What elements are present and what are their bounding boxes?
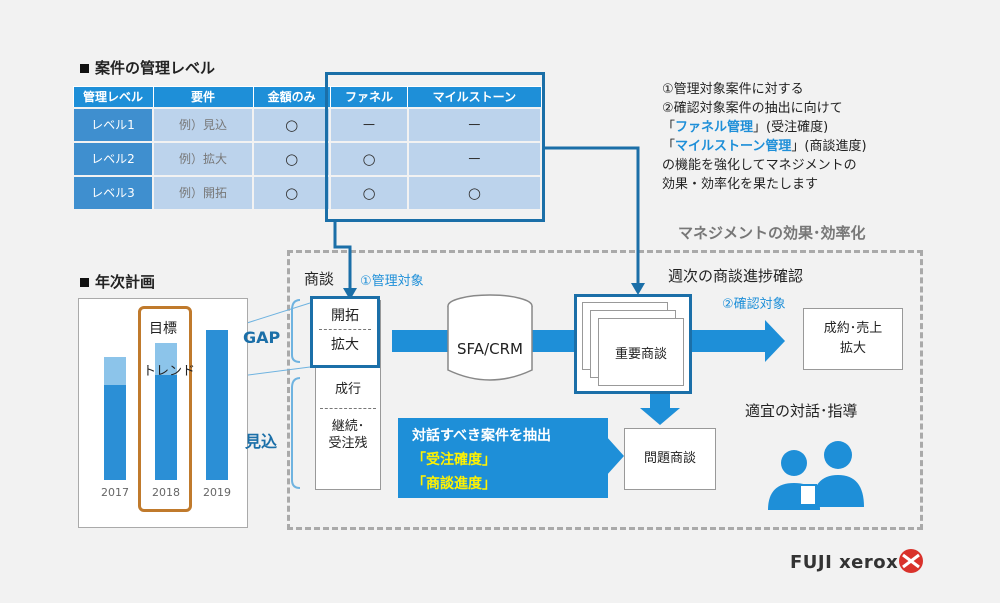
table-cell: ○ — [329, 174, 409, 211]
managed-label: ①管理対象 — [360, 274, 424, 289]
mondai-label: 問題商談 — [643, 451, 696, 466]
plan-title: 年次計画 — [80, 271, 155, 292]
table-header-row: 管理レベル 要件 金額のみ ファネル マイルストーン — [72, 86, 542, 108]
important-deals-card: 重要商談 — [598, 318, 684, 386]
note-line: 「マイルストーン管理」(商談進度) — [662, 139, 867, 154]
table-cell: － — [406, 106, 543, 143]
plan-target-label: 目標 — [149, 321, 177, 337]
extract-callout: 対話すべき案件を抽出 「受注確度」 「商談進度」 — [398, 418, 608, 498]
sfa-crm-label: SFA/CRM — [457, 340, 523, 358]
kakudai-label: 拡大 — [331, 337, 359, 353]
table-cell: レベル2 — [72, 140, 154, 177]
table-cell: ○ — [251, 174, 332, 211]
note-line: 「ファネル管理」(受注確度) — [662, 120, 829, 135]
header-level: 管理レベル — [72, 86, 154, 108]
table-cell: － — [406, 140, 543, 177]
shodan-label: 商談 — [304, 270, 335, 288]
juyou-label: 重要商談 — [614, 347, 667, 362]
table-cell: ○ — [329, 140, 409, 177]
table-cell: ○ — [251, 140, 332, 177]
result-box: 成約･売上 拡大 — [803, 308, 903, 370]
gap-label: GAP — [243, 328, 281, 347]
kaitaku-kakudai-box: 開拓 拡大 — [310, 296, 380, 368]
table-cell: ○ — [251, 106, 332, 143]
note-line: ①管理対象案件に対する — [662, 82, 804, 97]
tekigi-label: 適宜の対話･指導 — [745, 402, 858, 420]
bar-2018-gap — [155, 343, 177, 375]
table-cell: ○ — [406, 174, 543, 211]
keizoku-label: 継続･ 受注残 — [328, 419, 368, 451]
callout-line: 「受注確度」 — [412, 452, 496, 468]
table-cell: 例）開拓 — [152, 174, 254, 211]
callout-pointer — [606, 436, 624, 476]
table-cell: 例）見込 — [152, 106, 254, 143]
note-line: の機能を強化してマネジメントの — [662, 158, 857, 173]
year-label: 2018 — [152, 486, 180, 499]
year-label: 2019 — [203, 486, 231, 499]
brand-logo-text: FUJI xerox — [790, 552, 899, 573]
seiko-label: 成行 — [334, 382, 361, 397]
management-title: マネジメントの効果･効率化 — [678, 224, 866, 242]
people-icon — [768, 441, 864, 510]
callout-line: 対話すべき案件を抽出 — [412, 428, 552, 444]
table-cell: レベル1 — [72, 106, 154, 143]
table-cell: － — [329, 106, 409, 143]
result-line: 拡大 — [839, 341, 866, 356]
header-milestone: マイルストーン — [407, 86, 542, 108]
bar-2017 — [104, 385, 126, 480]
note-line: 効果・効率化を果たします — [662, 177, 819, 192]
table-row: レベル1 例）見込 ○ － － — [72, 106, 543, 143]
management-level-table: 管理レベル 要件 金額のみ ファネル マイルストーン レベル1 例）見込 ○ －… — [72, 86, 543, 211]
bar-2019 — [206, 330, 228, 480]
description-note: ①管理対象案件に対する ②確認対象案件の抽出に向けて 「ファネル管理」(受注確度… — [662, 80, 982, 194]
plan-2018-highlight — [138, 306, 192, 512]
table-row: レベル3 例）開拓 ○ ○ ○ — [72, 174, 543, 211]
management-area — [287, 250, 923, 530]
kaitaku-label: 開拓 — [331, 308, 359, 324]
table-cell: レベル3 — [72, 174, 154, 211]
funnel-milestone-frame — [325, 72, 545, 222]
table-cell: 例）拡大 — [152, 140, 254, 177]
table-row: レベル2 例）拡大 ○ ○ － — [72, 140, 543, 177]
bar-2018 — [155, 375, 177, 480]
year-label: 2017 — [101, 486, 129, 499]
plan-trend-label: トレンド — [143, 364, 196, 379]
header-funnel: ファネル — [329, 86, 409, 108]
weekly-label: 週次の商談進捗確認 — [668, 267, 804, 285]
bar-2017-gap — [104, 357, 126, 385]
result-line: 成約･売上 — [823, 321, 883, 336]
problem-deal-card: 問題商談 — [624, 428, 716, 490]
table-title: 案件の管理レベル — [80, 57, 215, 78]
confirm-label: ②確認対象 — [722, 297, 786, 312]
note-line: ②確認対象案件の抽出に向けて — [662, 101, 843, 116]
callout-line: 「商談進度」 — [412, 476, 496, 492]
brand-logo-icon — [899, 549, 923, 573]
mikomi-label: 見込 — [245, 432, 278, 451]
header-amount: 金額のみ — [252, 86, 331, 108]
